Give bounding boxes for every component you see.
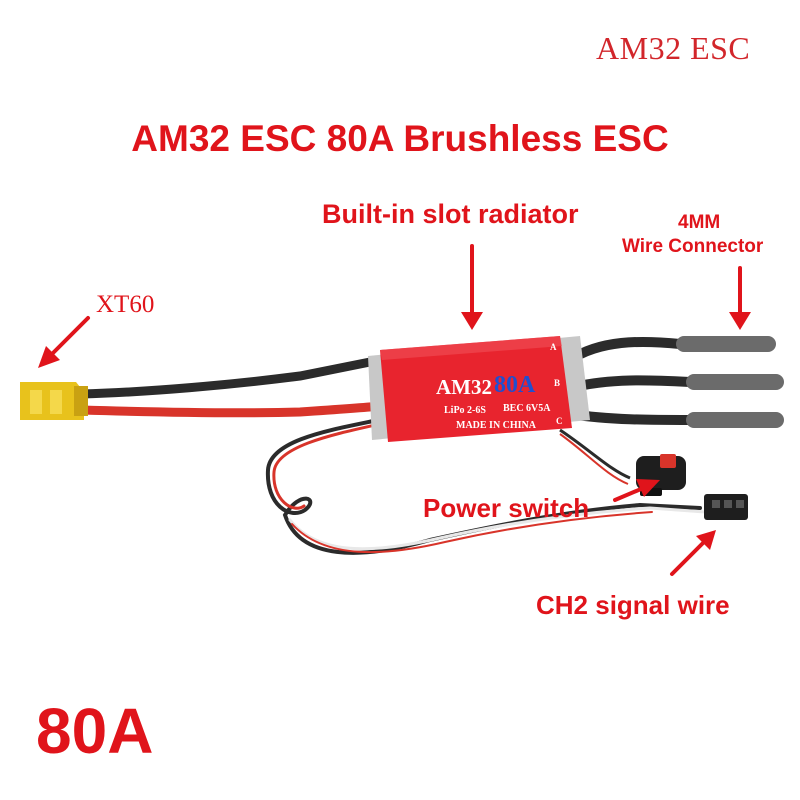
arrow-xt60-icon <box>38 316 90 368</box>
xt60-connector <box>20 382 88 420</box>
esc-spec-lipo: LiPo 2-6S <box>444 405 486 416</box>
arrow-radiator-icon <box>461 244 483 330</box>
esc-body <box>368 336 590 442</box>
brand-watermark: AM32 ESC <box>596 30 751 66</box>
arrow-signal-wire-icon <box>670 530 716 576</box>
page-title: AM32 ESC 80A Brushless ESC <box>131 118 669 159</box>
esc-brand-text: AM32 <box>436 375 492 399</box>
esc-spec-bec: BEC 6V5A <box>503 403 551 414</box>
esc-current-text: 80A <box>494 372 536 398</box>
annotation-arrows <box>38 244 751 576</box>
signal-wire <box>265 418 707 555</box>
esc-phase-c: C <box>556 416 563 426</box>
label-signal-wire: CH2 signal wire <box>536 590 730 620</box>
esc-phase-a: A <box>550 342 557 352</box>
servo-connector <box>704 494 748 520</box>
label-radiator: Built-in slot radiator <box>322 199 579 229</box>
esc-origin-text: MADE IN CHINA <box>456 420 537 431</box>
current-rating: 80A <box>36 695 154 767</box>
label-power-switch: Power switch <box>423 493 590 523</box>
label-connector-size: 4MM <box>678 212 721 233</box>
label-xt60: XT60 <box>96 291 155 318</box>
esc-phase-b: B <box>554 378 560 388</box>
arrow-connector-icon <box>729 266 751 330</box>
label-connector-name: Wire Connector <box>622 236 764 257</box>
bullet-connectors <box>676 336 784 428</box>
power-switch-lead <box>559 428 631 485</box>
battery-leads <box>77 355 385 418</box>
arrow-power-switch-icon <box>613 479 660 502</box>
